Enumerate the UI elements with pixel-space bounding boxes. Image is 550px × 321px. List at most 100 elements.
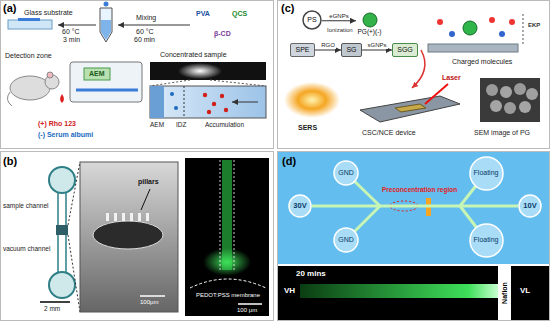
reservoir-circle: 10V [518,194,542,218]
circle-shape [519,195,541,217]
part-label: AEM [150,121,164,128]
circle-shape [470,224,503,257]
species-label: (+) Rho 123 [38,120,76,128]
panel-letter: (a) [3,2,16,15]
process-arrow [322,20,356,21]
charge-dot [437,19,443,25]
reservoir-circle: Floating [469,223,504,258]
pillar [122,213,125,221]
part-label: SEM image of PG [474,129,530,137]
cation-dot [212,102,216,106]
panel-frame [1,152,274,321]
part-label: Laser [442,74,461,82]
condition-label: 60 °C [136,28,154,36]
process-arrow [362,50,392,51]
chip-schematic [278,152,549,264]
circle-shape [470,157,503,190]
zoom-box [150,86,266,118]
part-label: sample channel [3,202,49,209]
scale-label: 100μm [140,299,158,306]
pillar [130,213,133,221]
cation-dot [207,110,211,114]
pillar [146,213,149,221]
reservoir-circle: GND [333,227,359,253]
film-layer [18,18,40,21]
electrode-pad [395,104,426,112]
panel-letter: (b) [3,155,17,168]
pillar [114,213,117,221]
node-text: SGG [397,46,413,54]
part-label: PEDOT:PSS membrane [196,292,260,299]
circle-shape [334,228,358,252]
mouse-ear [47,72,53,78]
membrane-strip [84,68,110,80]
tube-liquid [101,20,111,40]
reservoir-circle: GND [333,160,359,186]
pillar [106,213,109,221]
species-label: (-) Serum albumi [38,131,93,139]
anion-dot [174,106,178,110]
sem-particle [519,101,531,113]
node-text: 30V [293,202,306,211]
particle-icon [463,21,477,35]
membrane-cavity [93,221,163,249]
laser-beam [425,84,448,104]
step-label: Mixing [136,14,156,22]
zoom-line [68,235,80,312]
charge-dot [489,17,495,23]
electrode-box: SGG [392,43,418,57]
tube-icon [100,8,112,42]
method-label: SERS [298,124,317,132]
blood-drop [60,94,64,103]
condition-label: 60 °C [62,28,80,36]
reagent-label: PVA [196,10,210,18]
mouse-body [10,76,50,100]
sphere-node: PS [302,10,322,30]
scale-label: 100 μm [237,307,257,314]
reservoir [49,272,75,298]
part-label: Glass substrate [24,9,73,17]
charge-dot [509,19,515,25]
panel-frame [1,1,274,149]
aem-band [150,86,164,118]
device-chip [70,62,142,102]
particle-node: PG(+)(-) [356,12,383,37]
drop-icon [104,2,109,7]
panel-letter: (c) [281,2,294,15]
region-label: Preconcentration region [382,186,457,193]
part-label: vacuum channel [3,245,50,252]
cation-dot [220,94,224,98]
panel-frame [278,152,550,321]
reagent-label: QCS [232,10,247,18]
voltage-label: VH [284,286,295,295]
pillar-zone [56,225,68,235]
sem-particle [490,100,502,112]
node-text: PG(+)(-) [357,28,381,35]
field-line [523,14,524,44]
sem-image [80,162,178,312]
reagent-label: β-CD [214,30,231,38]
sem-particle [486,84,498,96]
zoom-line [68,162,80,225]
electrode-box: SPE [290,43,315,57]
node-text: Floating [474,169,499,177]
nafion-bar [498,266,511,320]
scale-label: 2 mm [44,305,60,312]
voltage-label: VL [520,286,530,295]
reservoir [49,167,75,193]
electrode-box: SG [341,43,362,57]
scale-bar [140,295,165,297]
pillar [138,213,141,221]
node-text: SG [346,46,356,54]
electrode-plate [428,44,518,52]
edge-label: eGNPs [328,13,349,20]
channel-outline [220,160,221,272]
charge-dot [499,31,505,37]
channel [76,89,138,92]
node-text: GND [338,236,354,244]
zone-label: Concentrated sample [160,51,227,59]
zone-label: Detection zone [5,52,52,60]
